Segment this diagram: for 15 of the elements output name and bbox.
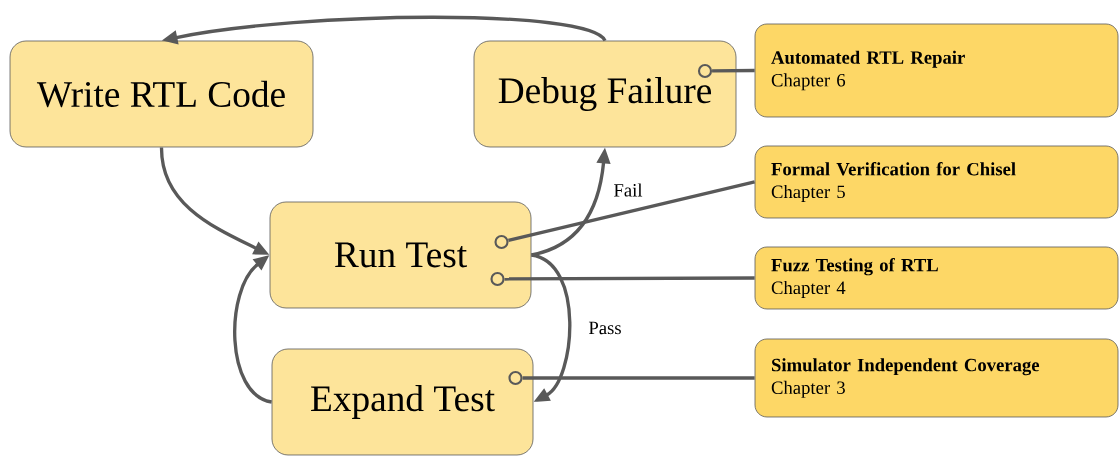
- chapter-box: Fuzz Testing of RTL Chapter 4: [754, 246, 1119, 310]
- arrow: [530, 253, 572, 402]
- edge-label: Fail: [612, 182, 644, 198]
- process-box: Run Test: [269, 201, 532, 309]
- process-box: Debug Failure: [473, 40, 737, 148]
- chapter-box: Formal Verification for Chisel Chapter 5: [754, 145, 1119, 219]
- leader-line: [504, 276, 755, 281]
- leader-line: [508, 180, 755, 242]
- edge-label: Pass: [587, 320, 623, 336]
- chapter-box: Automated RTL Repair Chapter 6: [754, 23, 1119, 118]
- process-box: Expand Test: [271, 348, 534, 456]
- chapter-box: Simulator Independent Coverage Chapter 3: [754, 338, 1119, 418]
- leader-line: [522, 376, 755, 380]
- process-box: Write RTL Code: [9, 40, 314, 148]
- leader-line: [712, 68, 755, 73]
